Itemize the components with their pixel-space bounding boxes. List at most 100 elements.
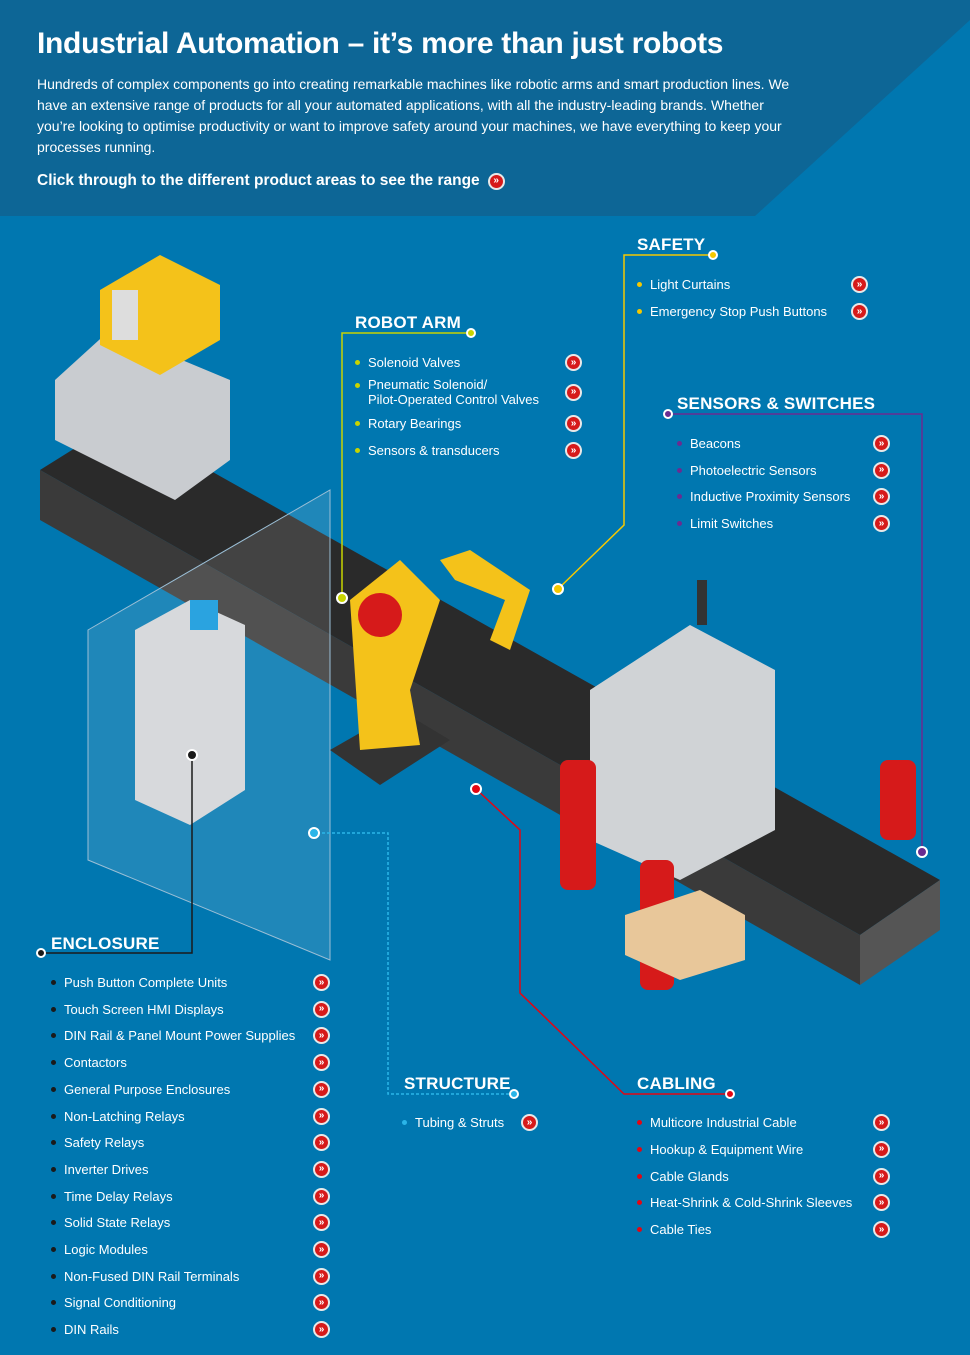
double-chevron-right-icon[interactable]: » — [313, 1107, 330, 1125]
list-item[interactable]: Cable Glands » — [637, 1167, 890, 1185]
item-label[interactable]: Limit Switches — [690, 516, 774, 532]
item-label[interactable]: Pneumatic Solenoid/ Pilot-Operated Contr… — [368, 377, 540, 407]
double-chevron-right-icon[interactable]: » — [313, 1187, 330, 1205]
double-chevron-right-icon[interactable]: » — [851, 303, 868, 320]
list-item[interactable]: Photoelectric Sensors » — [677, 461, 890, 479]
list-item[interactable]: Inductive Proximity Sensors » — [677, 488, 890, 506]
list-item[interactable]: Touch Screen HMI Displays » — [51, 1000, 330, 1018]
item-label[interactable]: Inductive Proximity Sensors — [690, 489, 851, 505]
item-label[interactable]: Signal Conditioning — [64, 1295, 177, 1311]
list-item[interactable]: Multicore Industrial Cable » — [637, 1114, 890, 1131]
list-item[interactable]: Push Button Complete Units » — [51, 974, 330, 991]
list-item[interactable]: Signal Conditioning » — [51, 1294, 330, 1312]
item-label[interactable]: Rotary Bearings — [368, 416, 462, 431]
item-label[interactable]: DIN Rails — [64, 1322, 119, 1338]
list-item[interactable]: Tubing & Struts » — [402, 1114, 538, 1131]
double-chevron-right-icon[interactable]: » — [313, 1321, 330, 1339]
list-item[interactable]: General Purpose Enclosures » — [51, 1080, 330, 1098]
list-item[interactable]: Hookup & Equipment Wire » — [637, 1140, 890, 1158]
list-item[interactable]: Non-Fused DIN Rail Terminals » — [51, 1267, 330, 1285]
item-label[interactable]: Solid State Relays — [64, 1215, 171, 1231]
list-item[interactable]: Beacons » — [677, 435, 890, 452]
double-chevron-right-icon[interactable]: » — [851, 276, 868, 293]
list-item[interactable]: Inverter Drives » — [51, 1160, 330, 1178]
list-item[interactable]: Light Curtains » — [637, 276, 868, 293]
double-chevron-right-icon[interactable]: » — [873, 1114, 890, 1131]
double-chevron-right-icon[interactable]: » — [565, 383, 582, 401]
item-label[interactable]: Multicore Industrial Cable — [650, 1115, 797, 1130]
list-item[interactable]: DIN Rails » — [51, 1321, 330, 1339]
item-label[interactable]: Touch Screen HMI Displays — [64, 1001, 224, 1017]
double-chevron-right-icon[interactable]: » — [313, 1294, 330, 1312]
item-label[interactable]: DIN Rail & Panel Mount Power Supplies — [64, 1028, 296, 1044]
section-cabling: CABLING — [637, 1074, 716, 1094]
double-chevron-right-icon[interactable]: » — [565, 442, 582, 459]
item-label[interactable]: Safety Relays — [64, 1135, 145, 1151]
list-item[interactable]: Non-Latching Relays » — [51, 1107, 330, 1125]
double-chevron-right-icon[interactable]: » — [873, 1194, 890, 1212]
double-chevron-right-icon[interactable]: » — [565, 354, 582, 371]
item-label[interactable]: Beacons — [690, 436, 741, 451]
list-item[interactable]: Safety Relays » — [51, 1134, 330, 1152]
item-label[interactable]: Time Delay Relays — [64, 1188, 173, 1204]
double-chevron-right-icon[interactable]: » — [873, 1140, 890, 1158]
bullet-icon — [677, 441, 682, 446]
double-chevron-right-icon[interactable]: » — [313, 1134, 330, 1152]
double-chevron-right-icon[interactable]: » — [313, 1080, 330, 1098]
double-chevron-right-icon[interactable]: » — [313, 1267, 330, 1285]
double-chevron-right-icon[interactable]: » — [313, 1054, 330, 1072]
item-label[interactable]: Non-Latching Relays — [64, 1108, 185, 1124]
section-enclosure: ENCLOSURE — [51, 934, 160, 954]
item-label[interactable]: Sensors & transducers — [368, 443, 500, 458]
item-label[interactable]: Inverter Drives — [64, 1161, 149, 1177]
double-chevron-right-icon[interactable]: » — [313, 1160, 330, 1178]
list-item[interactable]: Solenoid Valves » — [355, 354, 582, 371]
item-label[interactable]: Cable Ties — [650, 1222, 712, 1238]
item-label[interactable]: Photoelectric Sensors — [690, 462, 817, 478]
list-item[interactable]: Logic Modules » — [51, 1241, 330, 1258]
double-chevron-right-icon[interactable]: » — [313, 1214, 330, 1232]
double-chevron-right-icon[interactable]: » — [873, 461, 890, 479]
list-item[interactable]: Rotary Bearings » — [355, 415, 582, 432]
cta-link[interactable]: Click through to the different product a… — [37, 172, 797, 190]
item-label[interactable]: Tubing & Struts — [415, 1115, 505, 1130]
item-label[interactable]: Heat-Shrink & Cold-Shrink Sleeves — [650, 1195, 853, 1211]
list-item[interactable]: Limit Switches » — [677, 515, 890, 533]
item-label[interactable]: Light Curtains — [650, 277, 731, 292]
section-title: CABLING — [637, 1074, 716, 1093]
double-chevron-right-icon[interactable]: » — [873, 1221, 890, 1239]
list-item[interactable]: Contactors » — [51, 1054, 330, 1072]
double-chevron-right-icon[interactable]: » — [873, 515, 890, 533]
worker — [880, 760, 916, 840]
bullet-icon — [637, 1227, 642, 1233]
item-label[interactable]: Logic Modules — [64, 1242, 148, 1257]
double-chevron-right-icon[interactable]: » — [873, 488, 890, 506]
double-chevron-right-icon[interactable]: » — [521, 1114, 538, 1131]
list-item[interactable]: Cable Ties » — [637, 1221, 890, 1239]
item-label[interactable]: Cable Glands — [650, 1168, 729, 1184]
double-chevron-right-icon[interactable]: » — [313, 1241, 330, 1258]
list-item[interactable]: Time Delay Relays » — [51, 1187, 330, 1205]
double-chevron-right-icon[interactable]: » — [487, 172, 505, 190]
double-chevron-right-icon[interactable]: » — [313, 1027, 330, 1045]
item-label[interactable]: Contactors — [64, 1055, 127, 1071]
list-item[interactable]: DIN Rail & Panel Mount Power Supplies » — [51, 1027, 330, 1045]
list-item[interactable]: Pneumatic Solenoid/ Pilot-Operated Contr… — [355, 377, 582, 407]
double-chevron-right-icon[interactable]: » — [873, 435, 890, 452]
item-label[interactable]: Push Button Complete Units — [64, 975, 228, 990]
double-chevron-right-icon[interactable]: » — [313, 1000, 330, 1018]
item-label[interactable]: Hookup & Equipment Wire — [650, 1141, 804, 1157]
item-label[interactable]: General Purpose Enclosures — [64, 1081, 231, 1097]
list-item[interactable]: Sensors & transducers » — [355, 442, 582, 459]
item-label[interactable]: Solenoid Valves — [368, 355, 461, 370]
item-label[interactable]: Non-Fused DIN Rail Terminals — [64, 1268, 240, 1284]
list-item[interactable]: Emergency Stop Push Buttons » — [637, 303, 868, 320]
list-item[interactable]: Solid State Relays » — [51, 1214, 330, 1232]
list-item[interactable]: Heat-Shrink & Cold-Shrink Sleeves » — [637, 1194, 890, 1212]
double-chevron-right-icon[interactable]: » — [873, 1167, 890, 1185]
bullet-icon — [677, 467, 682, 473]
double-chevron-right-icon[interactable]: » — [565, 415, 582, 432]
item-label[interactable]: Emergency Stop Push Buttons — [650, 304, 828, 319]
cabling-connector — [475, 788, 730, 1095]
double-chevron-right-icon[interactable]: » — [313, 974, 330, 991]
